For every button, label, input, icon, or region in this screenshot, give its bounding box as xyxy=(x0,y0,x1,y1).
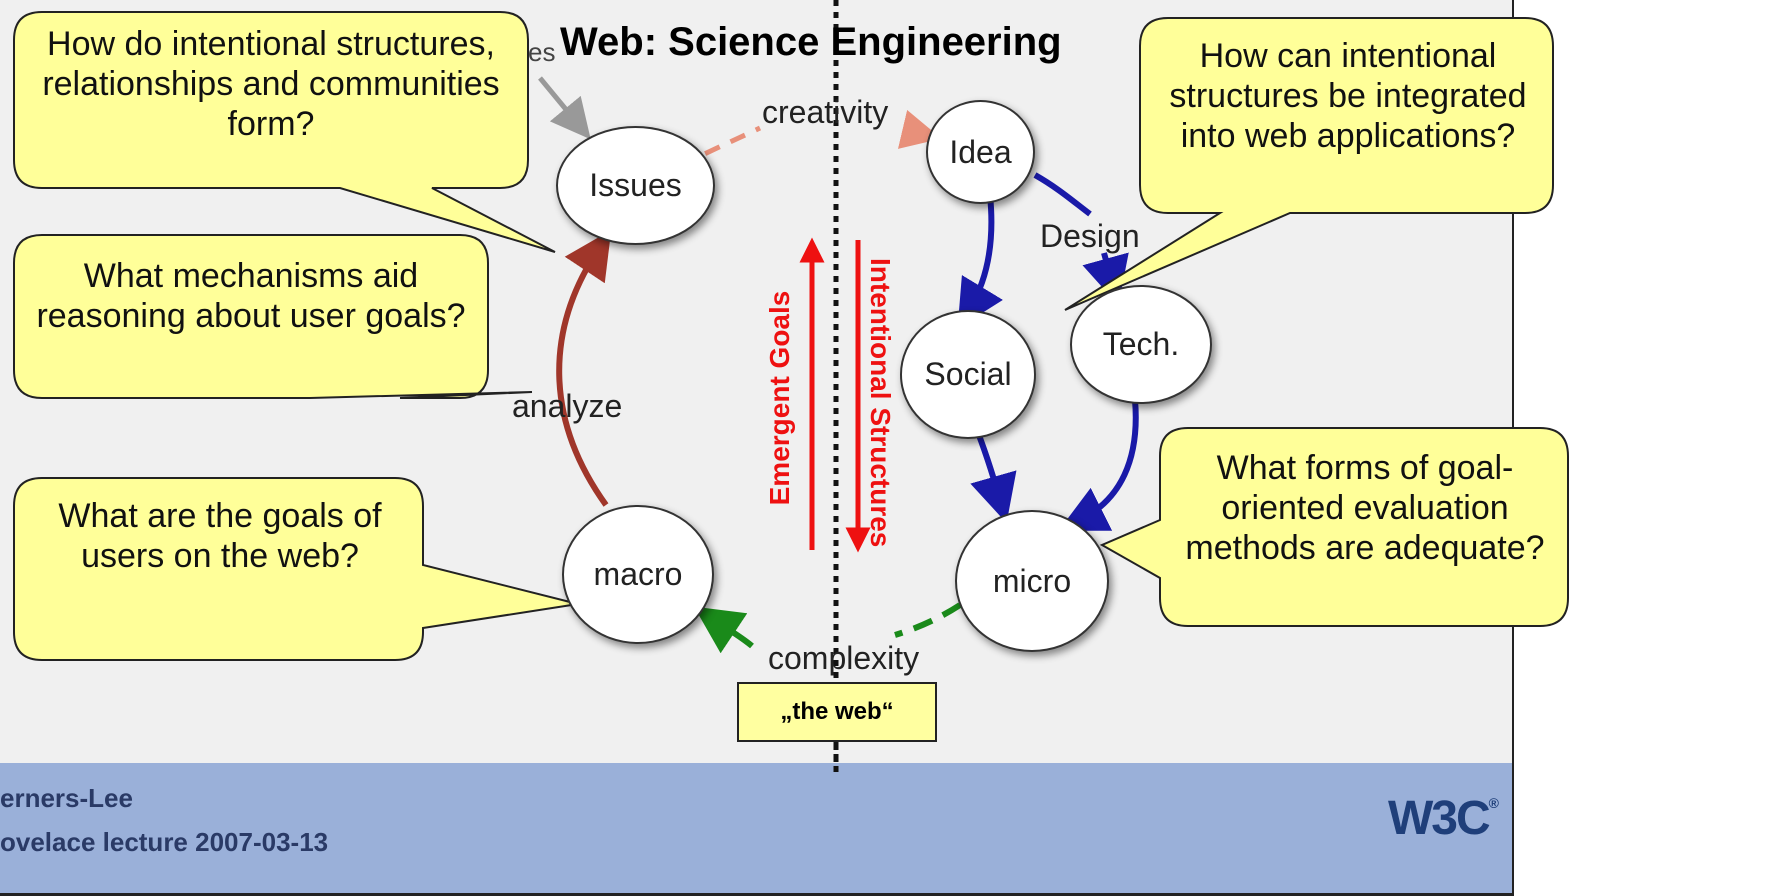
node-idea: Idea xyxy=(926,100,1035,204)
callout-shape-2 xyxy=(13,234,533,399)
grey-arrow xyxy=(538,76,591,140)
callout-evaluation: What forms of goal-oriented evaluation m… xyxy=(1185,449,1545,567)
node-macro: macro xyxy=(562,505,714,644)
node-tech: Tech. xyxy=(1070,285,1212,404)
label-emergent-goals: Emergent Goals xyxy=(764,290,795,506)
label-creativity: creativity xyxy=(762,94,889,130)
label-analyze: analyze xyxy=(512,388,623,424)
callout-user-goals: What are the goals of users on the web? xyxy=(58,497,382,575)
callout-shape-4 xyxy=(1064,17,1554,311)
title-prefix: es xyxy=(528,37,556,67)
callout-communities: How do intentional structures, relations… xyxy=(42,25,500,143)
the-web-label: „the web“ xyxy=(737,682,937,742)
idea-social-arrow xyxy=(957,194,1003,329)
callout-integration: How can intentional structures be integr… xyxy=(1169,37,1527,155)
w3c-logo: W3C® xyxy=(1388,792,1499,845)
footer-bar: erners-Lee ovelace lecture 2007-03-13 W3… xyxy=(0,763,1512,893)
node-social: Social xyxy=(900,310,1036,439)
footer-author: erners-Lee xyxy=(0,783,133,813)
label-intentional-structures: Intentional Structures xyxy=(865,258,896,548)
design-arrow-top xyxy=(1033,172,1092,217)
analyze-arrow xyxy=(556,229,612,507)
callout-shape-3 xyxy=(13,477,579,661)
node-micro: micro xyxy=(955,510,1109,652)
design-arrow-bottom xyxy=(1082,252,1129,306)
callout-shape-5 xyxy=(1099,427,1569,627)
callout-mechanisms: What mechanisms aid reasoning about user… xyxy=(36,257,466,335)
complexity-arrow-left xyxy=(694,606,754,654)
complexity-arrow-right xyxy=(894,602,962,638)
label-complexity: complexity xyxy=(768,640,920,676)
label-design: Design xyxy=(1040,218,1140,254)
footer-lecture: ovelace lecture 2007-03-13 xyxy=(0,827,329,857)
node-issues: Issues xyxy=(556,126,715,245)
callout-shape-1 xyxy=(13,11,556,253)
creativity-arrow-right xyxy=(897,109,942,149)
slide-title: Web: Science Engineering xyxy=(560,20,1062,64)
tech-micro-arrow xyxy=(1058,399,1139,531)
